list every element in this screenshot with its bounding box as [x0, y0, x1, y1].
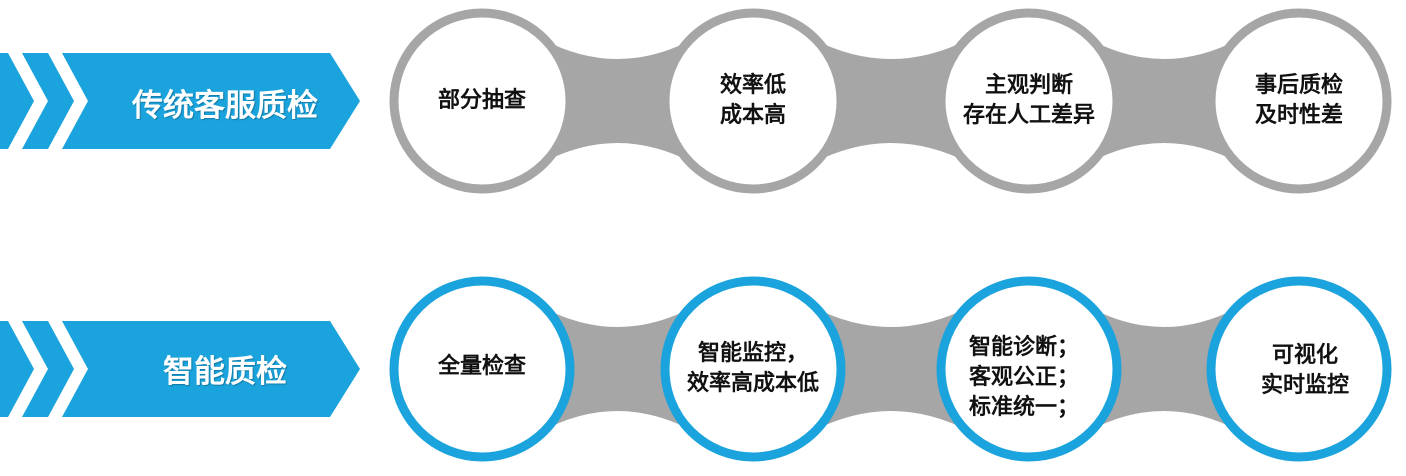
node-circle-traditional-4 — [1206, 8, 1392, 194]
banner-label-traditional: 传统客服质检 — [132, 88, 318, 124]
banner-label-smart: 智能质检 — [163, 354, 287, 390]
connector-smart-3 — [1089, 307, 1239, 431]
node-circle-smart-4 — [1206, 276, 1392, 462]
node-circle-traditional-2 — [660, 8, 846, 194]
node-text-smart-1: 全量检查 — [437, 354, 526, 379]
connector-smart-2 — [813, 307, 969, 431]
node-circle-smart-3 — [936, 276, 1122, 462]
banner-smart — [0, 321, 360, 417]
connector-traditional-3 — [1089, 39, 1239, 163]
chevron-icon-traditional-2 — [48, 53, 88, 149]
chevron-icon-smart-2 — [48, 321, 88, 417]
chevron-icon-smart-1 — [8, 321, 48, 417]
node-circle-smart-2 — [660, 276, 846, 462]
node-circle-traditional-1 — [389, 8, 575, 194]
chevron-icon-traditional-1 — [8, 53, 48, 149]
connector-traditional-1 — [542, 39, 693, 163]
node-text-traditional-2: 效率低 成本高 — [719, 73, 786, 128]
node-text-smart-4: 可视化 实时监控 — [1260, 343, 1349, 398]
node-circle-smart-1 — [389, 276, 575, 462]
node-text-smart-3: 智能诊断； 客观公正； 标准统一； — [968, 335, 1079, 420]
banner-traditional — [0, 53, 360, 149]
node-text-traditional-1: 部分抽查 — [437, 88, 526, 113]
connector-traditional-2 — [813, 39, 969, 163]
node-text-smart-2: 智能监控， 效率高成本低 — [686, 341, 819, 396]
connector-smart-1 — [542, 307, 693, 431]
node-text-traditional-3: 主观判断 存在人工差异 — [962, 73, 1095, 128]
node-text-traditional-4: 事后质检 及时性差 — [1254, 73, 1343, 128]
node-circle-traditional-3 — [936, 8, 1122, 194]
